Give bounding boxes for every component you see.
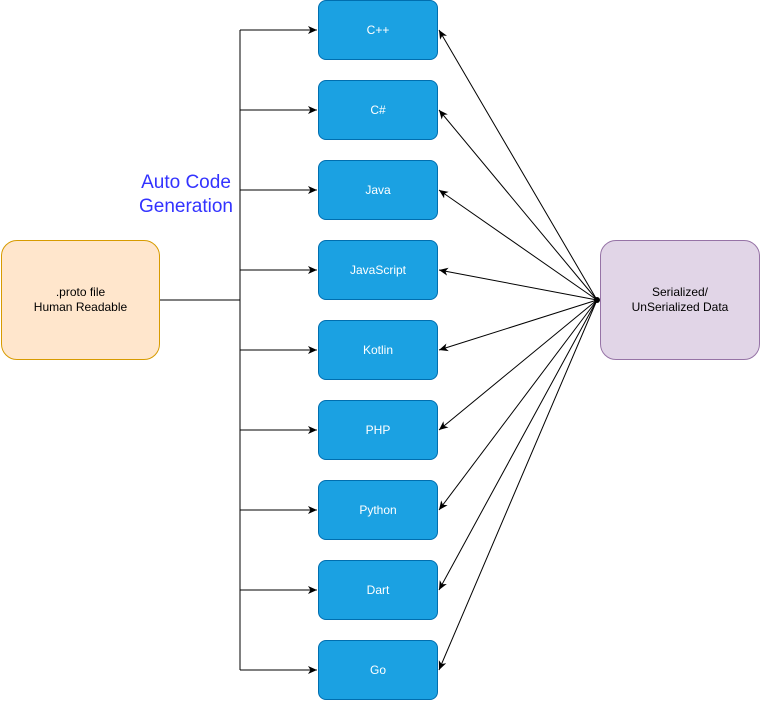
- data-edge-kotlin: [438, 299, 598, 352]
- serialized-data-node: Serialized/ UnSerialized Data: [600, 240, 760, 360]
- proto-file-node: .proto file Human Readable: [1, 240, 160, 360]
- language-node-cplusplus: C++: [318, 0, 438, 60]
- data-edge-java: [438, 189, 598, 301]
- data-edge-javascript: [438, 267, 598, 301]
- data-edge-python: [438, 299, 598, 511]
- human-readable-label: Human Readable: [33, 300, 128, 314]
- auto-code-generation-label: Auto Code Generation: [138, 172, 233, 217]
- language-node-csharp: C#: [318, 80, 438, 140]
- codegen-edges: [160, 26, 317, 674]
- language-label-php: PHP: [365, 422, 391, 437]
- edge-junction-dot: [594, 297, 600, 303]
- language-label-kotlin: Kotlin: [362, 342, 394, 357]
- language-label-go: Go: [369, 662, 386, 677]
- serialized-label: Serialized/: [651, 285, 709, 299]
- proto-file-label: .proto file: [55, 285, 106, 299]
- language-label-java: Java: [365, 182, 391, 197]
- data-edge-go: [438, 299, 598, 671]
- language-node-python: Python: [318, 480, 438, 540]
- language-node-dart: Dart: [318, 560, 438, 620]
- language-node-java: Java: [318, 160, 438, 220]
- language-node-javascript: JavaScript: [318, 240, 438, 300]
- data-edge-dart: [438, 299, 598, 591]
- language-label-python: Python: [359, 502, 397, 517]
- language-node-kotlin: Kotlin: [318, 320, 438, 380]
- data-edge-php: [438, 299, 598, 431]
- data-edge-cplusplus: [438, 29, 598, 301]
- language-label-csharp: C#: [370, 102, 386, 117]
- serialization-edges: [438, 29, 598, 671]
- language-label-cplusplus: C++: [366, 22, 390, 37]
- data-edge-csharp: [438, 109, 598, 301]
- language-label-javascript: JavaScript: [349, 262, 407, 277]
- language-label-dart: Dart: [366, 582, 390, 597]
- language-node-go: Go: [318, 640, 438, 700]
- unserialized-data-label: UnSerialized Data: [631, 300, 729, 314]
- language-node-php: PHP: [318, 400, 438, 460]
